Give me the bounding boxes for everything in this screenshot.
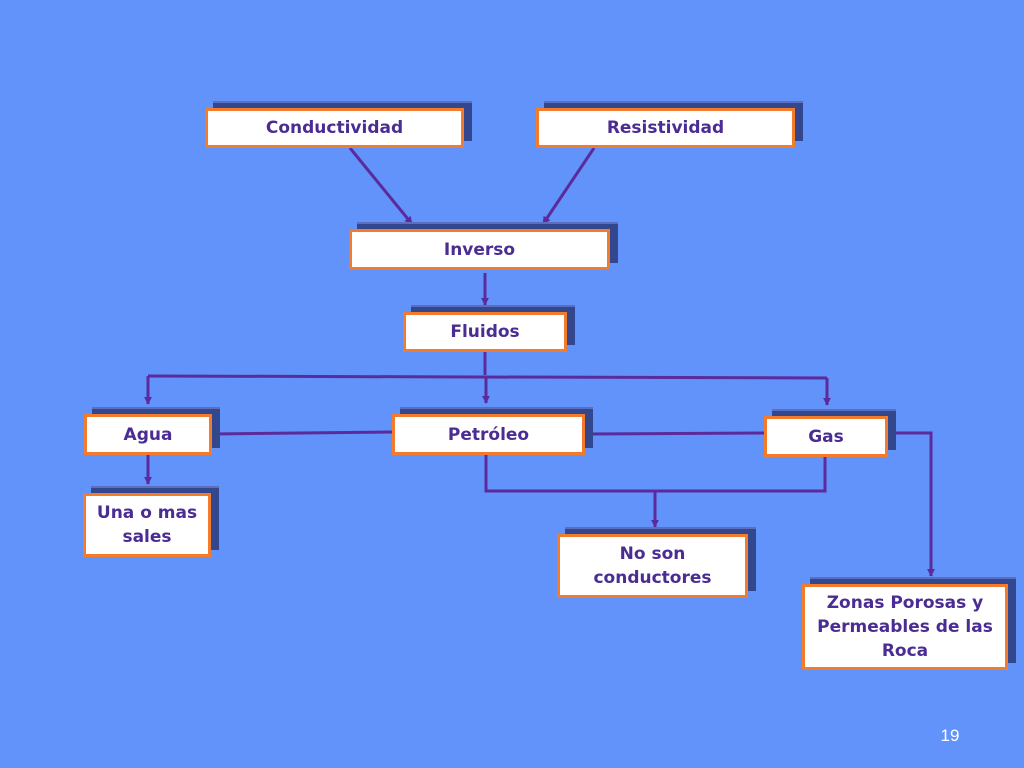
node-gas: Gas [764, 409, 896, 457]
node-petroleo-label: Petróleo [392, 414, 585, 455]
connector-petroleo-gas-join [484, 454, 827, 493]
page-number: 19 [940, 726, 960, 745]
node-inverso: Inverso [349, 222, 618, 270]
node-no-son-conductores-label: No son conductores [557, 534, 748, 598]
node-una-o-mas-sales-label: Una o mas sales [83, 493, 211, 557]
node-resistividad: Resistividad [536, 101, 803, 148]
node-fluidos-label: Fluidos [403, 312, 567, 352]
node-no-son-conductores: No son conductores [557, 527, 756, 598]
connector-petroleo-gas [583, 431, 765, 436]
node-fluidos: Fluidos [403, 305, 575, 352]
node-inverso-label: Inverso [349, 229, 610, 270]
node-una-o-mas-sales: Una o mas sales [83, 486, 219, 557]
arrow-resistividad-to-inverso [541, 147, 596, 225]
node-zonas-porosas-label: Zonas Porosas y Permeables de las Roca [802, 584, 1008, 670]
node-zonas-porosas: Zonas Porosas y Permeables de las Roca [802, 577, 1016, 670]
node-gas-label: Gas [764, 416, 888, 457]
node-agua-label: Agua [84, 414, 212, 455]
arrow-conductividad-to-inverso [348, 147, 414, 225]
node-resistividad-label: Resistividad [536, 108, 795, 148]
connector-agua-petroleo [211, 430, 393, 436]
node-conductividad: Conductividad [205, 101, 472, 148]
node-conductividad-label: Conductividad [205, 108, 464, 148]
node-petroleo: Petróleo [392, 407, 593, 455]
arrow-gas-to-zonas-porosas [888, 431, 935, 577]
node-agua: Agua [84, 407, 220, 455]
